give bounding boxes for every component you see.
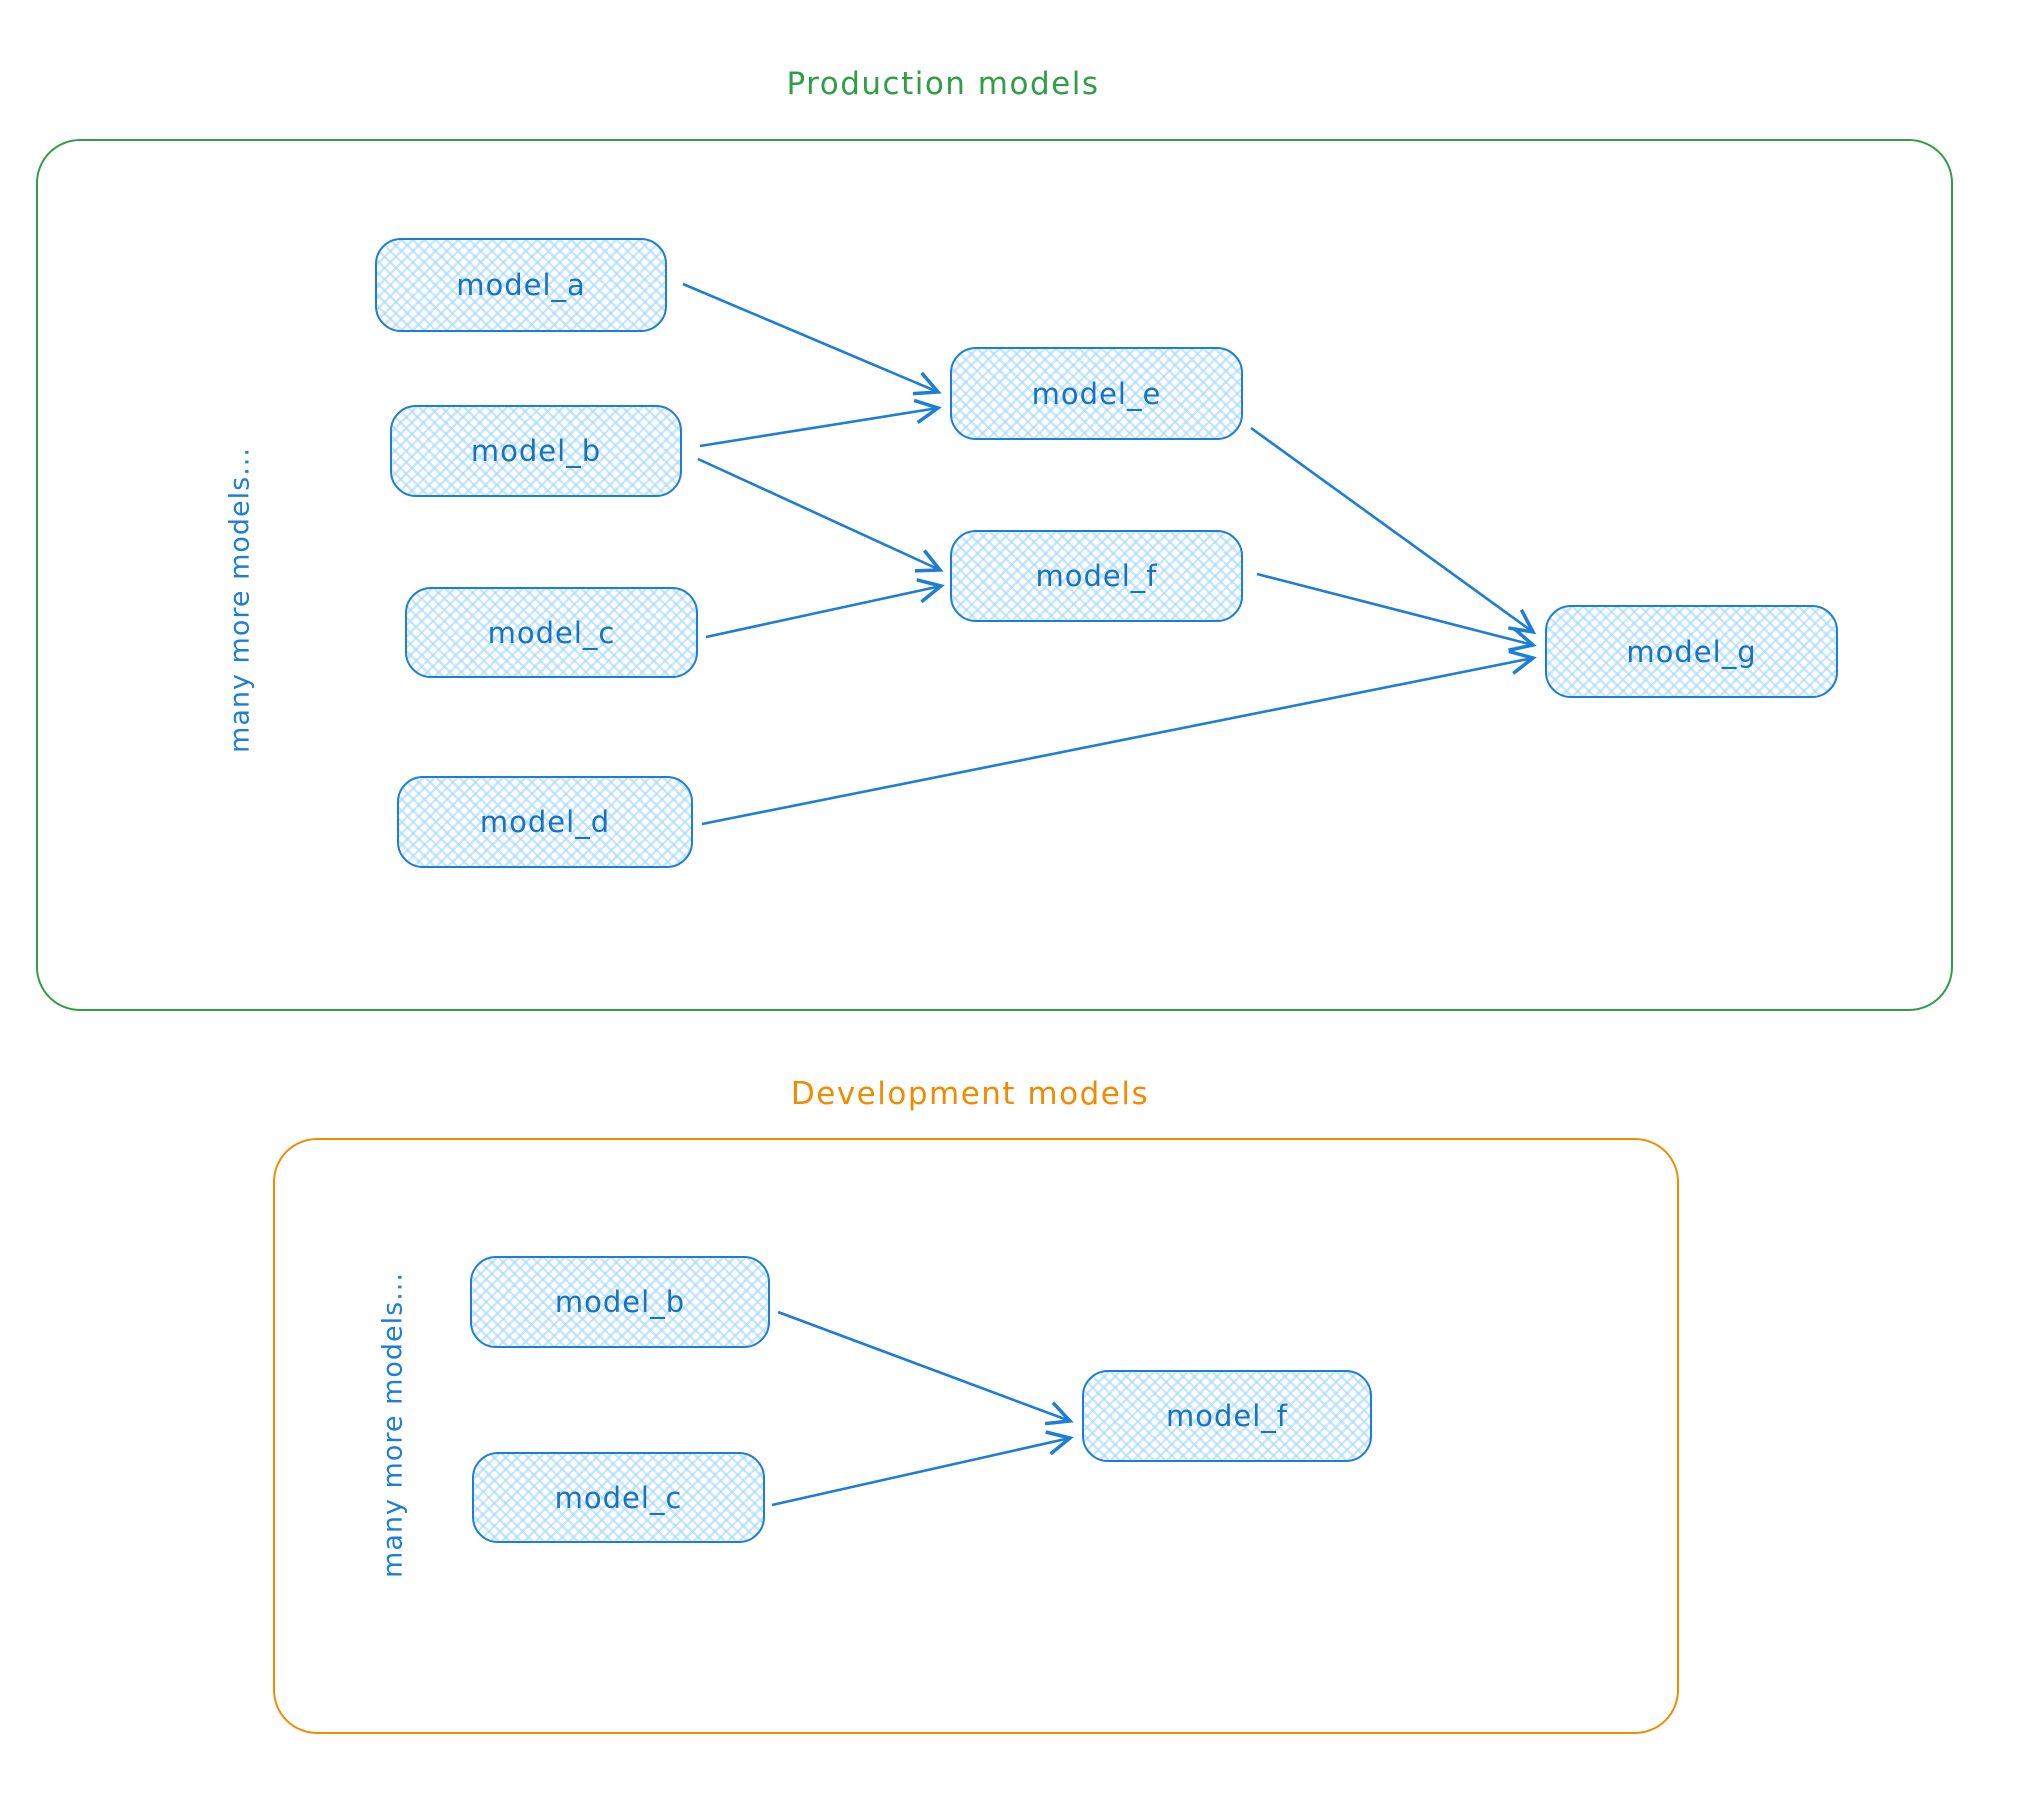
- node-production-model-g: model_g: [1545, 605, 1838, 698]
- node-label: model_c: [487, 615, 616, 650]
- production-side-label: many more models...: [224, 447, 256, 753]
- node-production-model-d: model_d: [397, 776, 693, 868]
- node-development-model-f: model_f: [1082, 1370, 1372, 1462]
- node-label: model_d: [479, 805, 611, 839]
- node-label: model_a: [456, 268, 586, 302]
- development-side-label: many more models...: [377, 1272, 409, 1578]
- production-section-title: Production models: [786, 66, 1100, 102]
- node-label: model_c: [554, 1480, 683, 1515]
- node-production-model-e: model_e: [950, 347, 1243, 440]
- node-label: model_g: [1626, 634, 1757, 669]
- node-label: model_f: [1035, 559, 1158, 593]
- node-production-model-b: model_b: [390, 405, 682, 497]
- node-development-model-c: model_c: [472, 1452, 765, 1543]
- node-production-model-c: model_c: [405, 587, 698, 678]
- node-production-model-f: model_f: [950, 530, 1243, 622]
- node-label: model_b: [470, 434, 602, 468]
- node-production-model-a: model_a: [375, 238, 667, 332]
- node-label: model_b: [554, 1285, 686, 1319]
- development-section-title: Development models: [790, 1076, 1150, 1112]
- node-development-model-b: model_b: [470, 1256, 770, 1348]
- node-label: model_e: [1031, 376, 1162, 411]
- development-container: [273, 1138, 1679, 1734]
- production-container: [36, 139, 1953, 1011]
- node-label: model_f: [1165, 1399, 1288, 1433]
